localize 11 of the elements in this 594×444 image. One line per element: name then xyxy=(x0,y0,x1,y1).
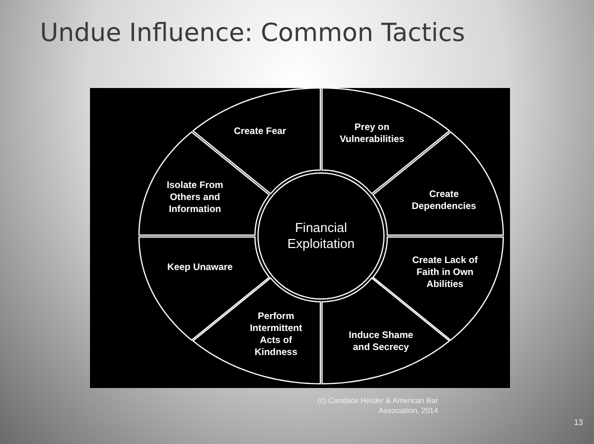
tactic-label: Induce Shame and Secrecy xyxy=(348,330,414,354)
tactic-label: Perform Intermittent Acts of Kindness xyxy=(248,310,304,359)
tactic-label: Create Dependencies xyxy=(410,188,478,213)
tactic-label: Keep Unaware xyxy=(166,262,234,274)
page-number: 13 xyxy=(574,418,583,427)
slide-title: Undue Influence: Common Tactics xyxy=(40,18,465,47)
tactic-label: Create Fear xyxy=(232,126,288,138)
center-label: Financial Exploitation xyxy=(286,220,356,252)
tactic-label: Isolate From Others and Information xyxy=(166,180,224,216)
tactic-label: Create Lack of Faith in Own Abilities xyxy=(411,254,479,291)
tactic-label: Prey on Vulnerabilities xyxy=(338,122,406,146)
